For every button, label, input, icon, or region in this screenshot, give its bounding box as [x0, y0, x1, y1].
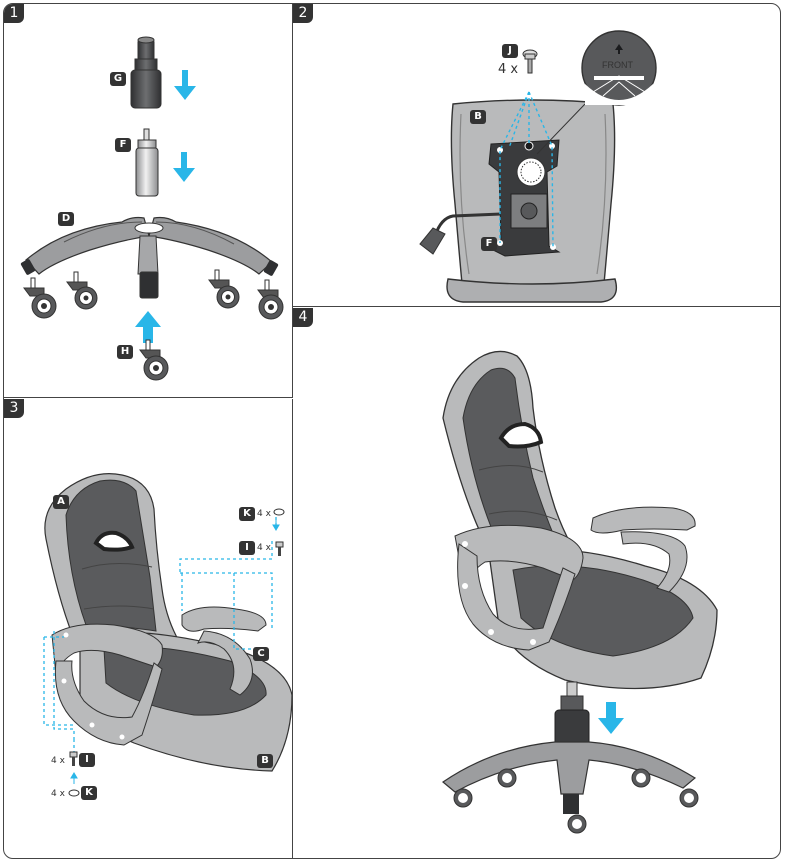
caster-wheel [208, 269, 240, 309]
step-4-panel: 4 [293, 308, 780, 858]
caster-wheel [23, 277, 57, 319]
assembly-instruction-sheet: 1 [3, 3, 781, 859]
callout-line [536, 103, 586, 155]
part-label-b-step3: B [257, 754, 273, 768]
step-3-illustration [43, 473, 292, 797]
star-base-d [20, 216, 279, 299]
screw-j [522, 49, 538, 74]
down-arrow-icon [598, 702, 624, 734]
armrest-c [181, 606, 267, 696]
down-arrow-icon [174, 70, 196, 100]
caster-wheel-h [139, 339, 169, 381]
part-label-g: G [110, 72, 126, 86]
up-arrow-icon [135, 311, 161, 343]
washer-k-bottom-quantity: 4 x [51, 789, 65, 799]
part-label-k-bottom: K [81, 786, 97, 800]
screw-i-top [275, 541, 284, 556]
front-marking-callout [581, 30, 657, 106]
gas-lift-f [135, 128, 159, 197]
up-arrow-icon [70, 772, 78, 784]
washer-k-top [273, 508, 285, 516]
step-3-number: 3 [4, 399, 24, 418]
arrow-up-icon [615, 44, 623, 54]
washer-k-bottom [68, 789, 80, 797]
screw-i-bottom-quantity: 4 x [51, 756, 65, 766]
down-arrow-icon [272, 519, 280, 531]
step-4-illustration [442, 350, 718, 834]
lever-handle [419, 212, 502, 255]
part-label-h: H [117, 345, 133, 359]
down-arrow-icon [173, 152, 195, 182]
part-label-j: J [502, 44, 518, 58]
armrest-left [51, 623, 163, 746]
step-1-illustration [20, 36, 284, 381]
caster-wheel [257, 279, 284, 320]
part-label-a: A [53, 495, 69, 509]
part-label-k-top: K [239, 507, 255, 521]
screw-i-top-quantity: 4 x [257, 543, 271, 553]
gas-lift-cover-g [130, 36, 162, 109]
screw-j-quantity: 4 x [498, 62, 519, 77]
part-label-i-top: I [239, 541, 255, 555]
caster-wheel [66, 271, 98, 310]
part-label-i-bottom: I [79, 753, 95, 767]
step-1-panel: 1 [4, 4, 293, 398]
step-4-number: 4 [293, 308, 313, 327]
right-armrest [590, 506, 696, 593]
screw-i-bottom [69, 751, 78, 766]
screw-alignment-lines [499, 91, 554, 248]
step-2-number: 2 [293, 4, 313, 23]
washer-k-top-quantity: 4 x [257, 509, 271, 519]
step-2-illustration [419, 30, 657, 303]
part-label-f: F [115, 138, 131, 152]
step-1-number: 1 [4, 4, 24, 23]
part-label-f-step2: F [481, 237, 497, 251]
step-3-panel: 3 [4, 399, 293, 858]
armrest-alignment-lines [43, 517, 277, 753]
part-label-c: C [253, 647, 269, 661]
gas-lift [554, 681, 590, 749]
part-label-d: D [58, 212, 74, 226]
left-armrest [454, 524, 584, 651]
part-label-b: B [470, 110, 486, 124]
star-base [442, 741, 699, 834]
front-label: FRONT [602, 60, 633, 70]
step-2-panel: 2 [293, 4, 780, 307]
